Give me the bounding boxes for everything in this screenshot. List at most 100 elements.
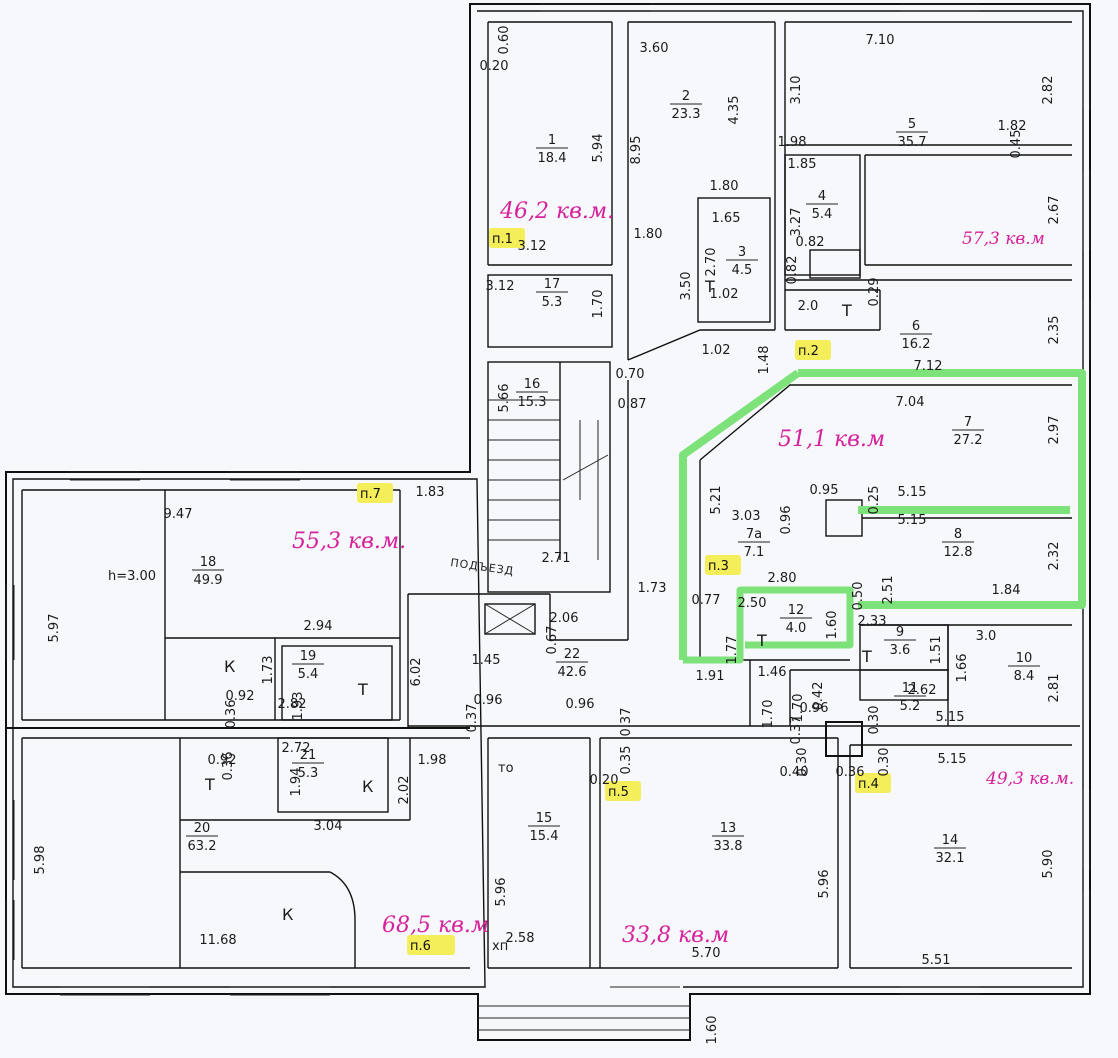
dimension-label: 1.98 [418,753,447,768]
room-area: 42.6 [558,665,587,680]
room-number: 18 [200,555,217,570]
dimension-label: 0.82 [785,256,800,285]
ceiling-height: h=3.00 [108,569,156,584]
room-number: 13 [720,821,737,836]
room-area: 16.2 [902,337,931,352]
room-area: 15.3 [518,395,547,410]
premise-tags: п.1п.2п.3п.4п.5п.6п.7 [360,232,879,954]
kitchen-symbol: К [362,777,374,796]
room-label: 215.3 [292,748,324,781]
dimension-label: 2.58 [506,931,535,946]
dimension-label: 5.15 [938,752,967,767]
dimension-label: 2.51 [881,576,896,605]
dimension-label: 0.96 [474,693,503,708]
room-label: 812.8 [942,527,974,560]
storage-label: хп [492,939,508,954]
dimension-label: 2.62 [908,683,937,698]
toilet-symbol: Т [861,647,872,666]
dimension-label: 4.35 [727,96,742,125]
dimension-label: 1.73 [638,581,667,596]
room-label: 124.0 [780,603,812,636]
room-number: 20 [194,821,211,836]
dimension-label: 1.60 [825,611,840,640]
dimension-label: 3.10 [789,76,804,105]
dimension-label: 7.12 [914,359,943,374]
dimension-label: 5.96 [494,878,509,907]
dimension-label: 1.51 [929,636,944,665]
dimension-label: 0.36 [221,752,236,781]
dimension-label: 3.04 [314,819,343,834]
dimension-label: 0.77 [692,593,721,608]
dimension-label: 0.42 [811,682,826,711]
dimension-label: 5.15 [936,710,965,725]
premise-markers [357,228,891,955]
room-label: 115.2 [894,681,926,714]
room-area: 63.2 [188,839,217,854]
dimension-label: 9.47 [164,507,193,522]
room-area: 32.1 [936,851,965,866]
room-area: 3.6 [890,643,911,658]
room-area: 5.3 [298,766,319,781]
handwritten-area: 57,3 кв.м [962,229,1045,249]
dimension-label: 1.84 [992,583,1021,598]
room-number: 7 [964,415,972,430]
dimension-label: 1.73 [261,656,276,685]
dimension-label: 3.12 [518,239,547,254]
dimension-label: 1.02 [710,287,739,302]
dimension-label: 1.70 [761,700,776,729]
dimension-label: 0.45 [1009,130,1024,159]
room-label: 223.3 [670,89,702,122]
dimension-label: 2.33 [858,614,887,629]
dimension-label: 1.48 [757,346,772,375]
handwritten-area: 49,3 кв.м. [985,769,1074,789]
dimension-label: 2.72 [282,741,311,756]
hall-label: ПОДЪЕЗД [450,556,515,578]
dimension-label: 5.90 [1041,850,1056,879]
room-label: 727.2 [952,415,984,448]
dimension-label: 8.95 [629,136,644,165]
handwritten-area: 51,1 кв.м [778,427,885,452]
room-area: 5.2 [900,699,921,714]
room-number: 4 [818,189,826,204]
room-area: 23.3 [672,107,701,122]
room-area: 5.3 [542,295,563,310]
handwritten-area: 33,8 кв.м [622,923,729,948]
dimension-label: 0.36 [224,700,239,729]
room-number: 9 [896,625,904,640]
room-area: 27.2 [954,433,983,448]
dimension-label: 3.50 [679,272,694,301]
premise-tag: п.7 [360,487,381,502]
dimension-label: 0.30 [877,748,892,777]
dimension-label: 7.10 [866,33,895,48]
dimension-label: 1.98 [778,135,807,150]
room-number: 11 [902,681,919,696]
room-label: 14 32.1 [934,833,966,866]
dimension-label: 5.97 [47,614,62,643]
highlight-marker [795,340,831,360]
room-number: 14 [942,833,959,848]
dimension-label: 5.98 [33,846,48,875]
room-area: 4.5 [732,263,753,278]
room-number: 17 [544,277,561,292]
premise-tag: п.4 [858,777,879,792]
dimension-label: 0.87 [618,397,647,412]
dimension-label: 1.70 [791,694,806,723]
heating-label: то [498,761,514,776]
dimension-label: 2.81 [1047,674,1062,703]
room-label: 20 63.2 [186,821,218,854]
room-area: 5.4 [298,667,319,682]
dimension-label: 0.30 [867,706,882,735]
room-label: 118.4 [536,133,568,166]
dimension-label: 0.40 [780,765,809,780]
dimension-label: 2.35 [1047,316,1062,345]
dimension-label: 5.94 [591,134,606,163]
room-number: 10 [1016,651,1033,666]
dimension-label: 0.20 [590,773,619,788]
dimension-label: 1.77 [725,636,740,665]
dimension-label: 0.20 [480,59,509,74]
dimension-label: 0.29 [867,278,882,307]
room-area: 7.1 [744,545,765,560]
dimension-label: 2.06 [550,611,579,626]
